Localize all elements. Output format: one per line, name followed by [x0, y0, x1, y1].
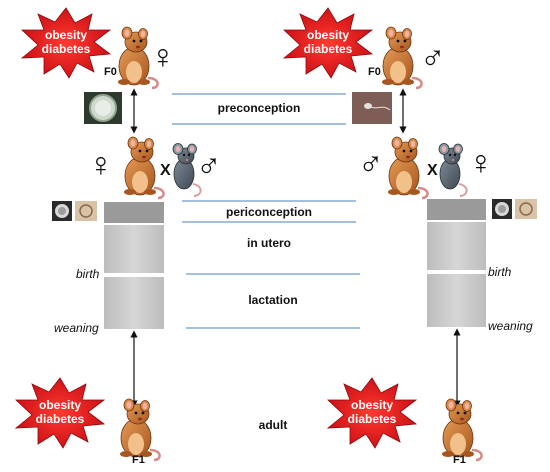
generation-label-f1-left: F1: [132, 454, 145, 466]
male-symbol-icon: ♂: [196, 146, 222, 184]
generation-label-f0-left: F0: [104, 66, 117, 78]
embryo-thumbnail-left: [52, 201, 97, 221]
male-symbol-icon: ♂: [358, 144, 384, 182]
phase-label-adult: adult: [258, 418, 288, 432]
rat-icon: [440, 397, 483, 462]
rat-icon: [386, 135, 429, 200]
female-symbol-icon: ♀: [150, 38, 176, 76]
phase-label-periconception: periconception: [225, 205, 312, 219]
generation-label-f1-right: F1: [453, 454, 466, 466]
milestone-weaning-left: weaning: [54, 321, 99, 335]
female-symbol-icon: ♀: [88, 146, 114, 184]
milestone-birth-left: birth: [76, 267, 100, 281]
sperm-icon: [352, 92, 392, 124]
generation-label-f0-right: F0: [368, 66, 381, 78]
rat-icon: [118, 397, 161, 462]
timeline-bar-left: [104, 202, 164, 329]
phase-label-preconception: preconception: [217, 101, 301, 115]
cross-symbol: X: [160, 162, 171, 179]
oocyte-icon: [84, 92, 122, 124]
rat-icon: [380, 25, 423, 90]
female-symbol-icon: ♀: [468, 144, 494, 182]
male-symbol-icon: ♂: [420, 38, 446, 76]
mouse-icon: [438, 142, 468, 197]
rat-icon: [122, 135, 165, 200]
milestone-birth-right: birth: [488, 265, 512, 279]
cross-symbol: X: [427, 162, 438, 179]
milestone-weaning-right: weaning: [488, 319, 533, 333]
phase-label-in-utero: in utero: [247, 236, 291, 250]
timeline-bar-right: [427, 199, 486, 327]
embryo-thumbnail-right: [492, 199, 537, 219]
phase-label-lactation: lactation: [248, 293, 298, 307]
